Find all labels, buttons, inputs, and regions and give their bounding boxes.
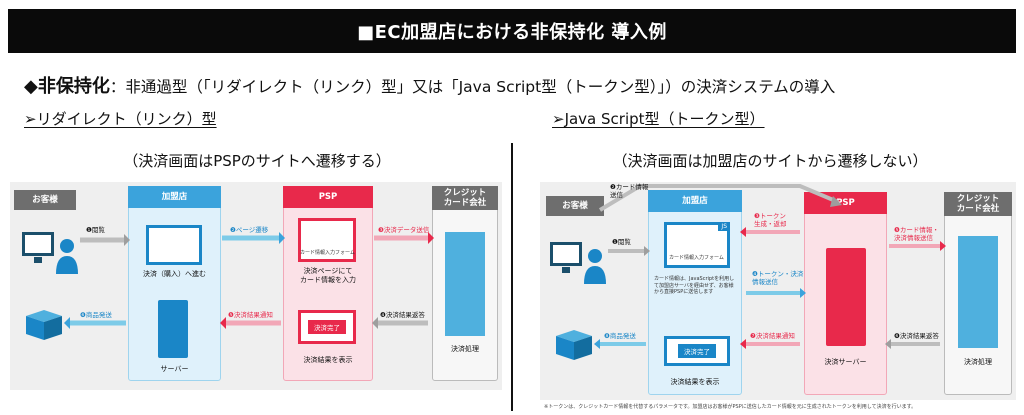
left-server-label: サーバー — [160, 365, 189, 373]
title-bar: ■EC加盟店における非保持化 導入例 — [8, 9, 1016, 53]
subtitle-text: ：非通過型（「リダイレクト（リンク）型」又は「Java Script型（トークン… — [109, 78, 836, 96]
right-heading: ➢Java Script型（トークン型） — [552, 110, 765, 128]
right-building-icon — [958, 236, 998, 348]
merchant-screen-icon — [146, 225, 202, 265]
right-arrow-5-label: ❺カード情報・ 決済情報送信 — [894, 226, 939, 242]
right-package-icon — [552, 326, 594, 362]
right-arrow-1-label: ❶閲覧 — [612, 238, 631, 246]
right-form-screen: JS カード情報入力フォーム — [664, 222, 730, 268]
right-done-label: 決済完了 — [678, 344, 716, 358]
server-icon — [158, 300, 188, 358]
left-col-psp: PSP — [283, 186, 373, 208]
psp-done-label: 決済完了 — [308, 320, 346, 334]
left-arrow-4-label: ❹決済結果返答 — [380, 311, 425, 319]
left-col-card: クレジット カード会社 — [432, 186, 498, 210]
merchant-text: 決済（購入）へ進む — [143, 270, 206, 278]
left-arrow-2-label: ❷ページ遷移 — [230, 226, 269, 234]
right-card-text: 決済処理 — [964, 358, 992, 366]
left-caption: （決済画面はPSPのサイトへ遷移する） — [123, 152, 391, 170]
left-col-customer: お客様 — [14, 190, 76, 210]
psp-done-screen: 決済完了 — [298, 310, 356, 344]
right-arrow-7-label: ❼決済結果通知 — [750, 332, 795, 340]
left-arrow-5-label: ❺決済結果通知 — [228, 311, 273, 319]
left-col-merchant: 加盟店 — [128, 186, 221, 208]
right-customer-pc-icon — [548, 240, 606, 286]
left-arrow-1-label: ❶閲覧 — [86, 226, 105, 234]
right-form-label: カード情報入力フォーム — [669, 255, 724, 261]
left-col-card-bg — [432, 186, 498, 381]
left-diagram — [10, 182, 502, 390]
right-caption: （決済画面は加盟店のサイトから遷移しない） — [612, 152, 928, 170]
customer-pc-icon — [20, 230, 78, 276]
psp-text-2: 決済結果を表示 — [303, 356, 353, 364]
right-arrow-6-label: ❻決済結果返答 — [894, 332, 939, 340]
psp-form-icon — [298, 218, 356, 262]
right-merchant-text: 決済結果を表示 — [670, 378, 720, 386]
right-arrow-8-label: ❽商品発送 — [604, 332, 636, 340]
footnote: ※トークンは、クレジットカード情報を代替するパラメータです。加盟店はお客様がPS… — [544, 404, 917, 410]
left-arrow-6-label: ❻商品発送 — [80, 311, 112, 319]
right-arrow-3-label: ❸トークン 生成・返却 — [754, 212, 787, 228]
right-merchant-note: カード情報は、JavaScriptを利用して加盟店サーバを経由せず、お客様から直… — [654, 276, 735, 295]
right-col-merchant: 加盟店 — [648, 190, 742, 212]
js-badge: JS — [718, 222, 730, 231]
subtitle: ◆非保持化：非通過型（「リダイレクト（リンク）型」又は「Java Script型… — [24, 72, 835, 98]
subtitle-bold: ◆非保持化 — [24, 76, 110, 97]
right-done-screen: 決済完了 — [664, 336, 730, 366]
left-heading: ➢リダイレクト（リンク）型 — [24, 110, 217, 128]
right-arrow-2-label: ❷カード情報 送信 — [610, 183, 649, 199]
right-arrow-4-label: ❹トークン・決済 情報送信 — [752, 270, 804, 286]
building-icon — [445, 232, 485, 336]
psp-text-1: 決済ページにて カード情報を入力 — [300, 267, 356, 284]
right-col-customer: お客様 — [546, 196, 604, 216]
right-psp-server-label: 決済サーバー — [824, 358, 867, 366]
left-card-text: 決済処理 — [451, 345, 479, 353]
left-arrow-3-label: ❸決済データ送信 — [378, 226, 430, 234]
package-icon — [22, 306, 64, 342]
page-title: ■EC加盟店における非保持化 導入例 — [357, 22, 667, 43]
center-divider — [511, 143, 513, 411]
psp-server-icon — [826, 248, 866, 346]
right-col-card: クレジット カード会社 — [944, 192, 1012, 216]
psp-form-label: カード情報入力フォーム — [300, 250, 355, 256]
